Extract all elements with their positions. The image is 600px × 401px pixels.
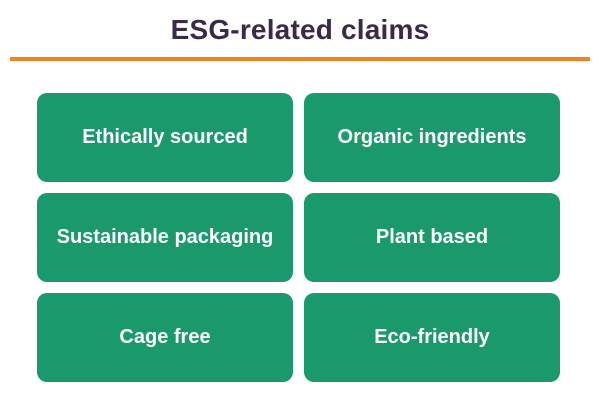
claim-card-eco-friendly: Eco-friendly [304, 293, 560, 382]
claim-card-cage-free: Cage free [37, 293, 293, 382]
claim-card-organic-ingredients: Organic ingredients [304, 93, 560, 182]
claim-card-ethically-sourced: Ethically sourced [37, 93, 293, 182]
page-title: ESG-related claims [170, 14, 430, 45]
title-divider [10, 57, 590, 61]
claim-card-sustainable-packaging: Sustainable packaging [37, 193, 293, 282]
claims-grid: Ethically sourced Organic ingredients Su… [37, 93, 560, 382]
claim-card-plant-based: Plant based [304, 193, 560, 282]
